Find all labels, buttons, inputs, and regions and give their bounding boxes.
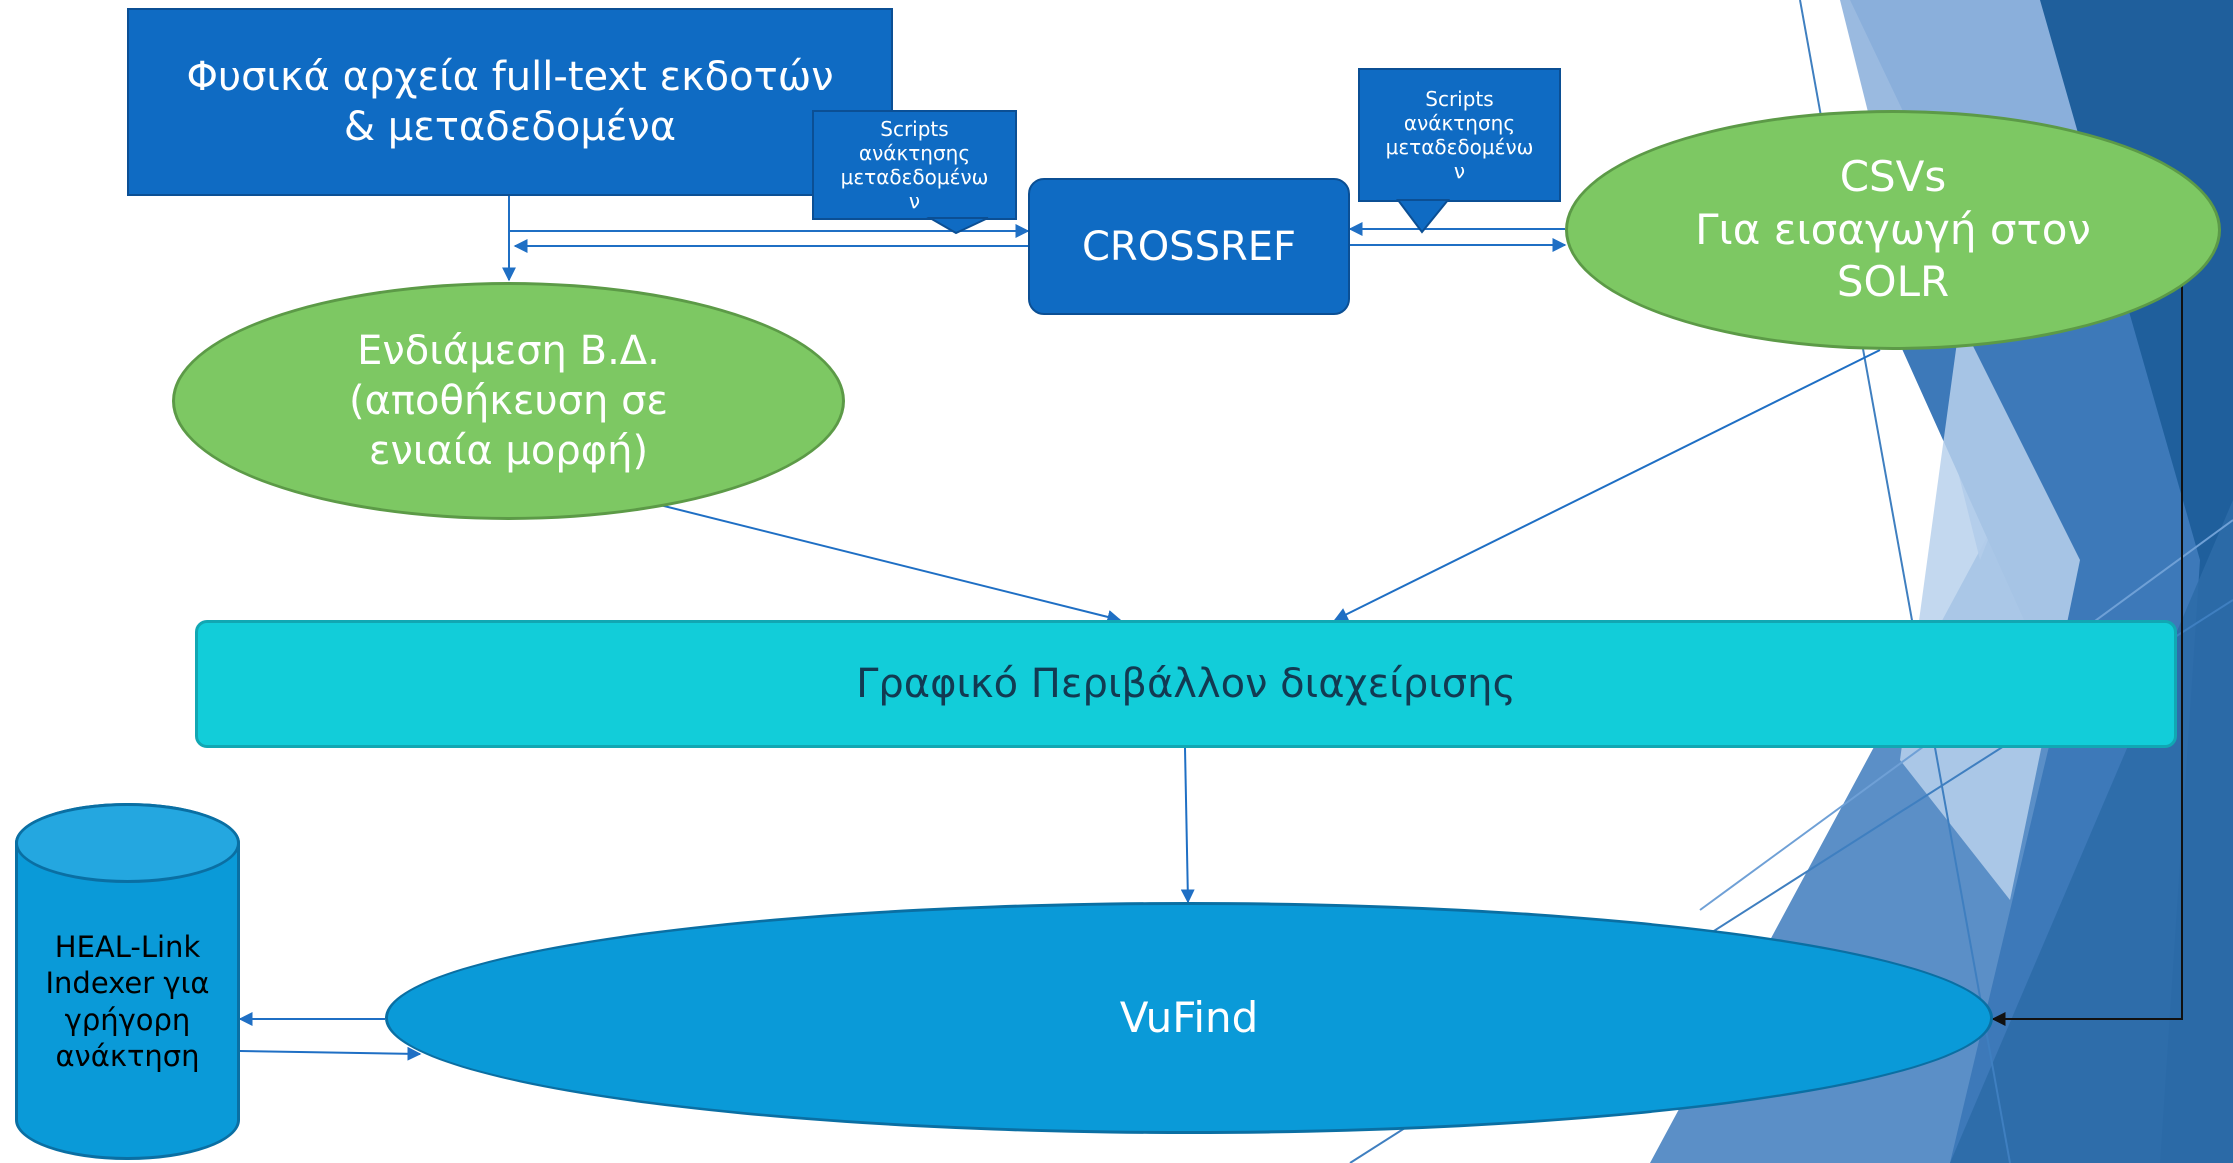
- vufind-label: VuFind: [1119, 992, 1259, 1042]
- source-files-label: Φυσικά αρχεία full-text εκδοτών & μεταδε…: [186, 54, 834, 150]
- heal-link-label: HEAL-Link Indexer για γρήγορη ανάκτηση: [45, 930, 210, 1073]
- admin-gui-label: Γραφικό Περιβάλλον διαχείρισης: [856, 661, 1516, 707]
- crossref-box: CROSSREF: [1028, 178, 1350, 315]
- arrow-db-to-gui: [659, 504, 1122, 624]
- source-files-box: Φυσικά αρχεία full-text εκδοτών & μεταδε…: [127, 8, 893, 196]
- intermediate-db-label: Ενδιάμεση Β.Δ. (αποθήκευση σε ενιαία μορ…: [348, 328, 669, 474]
- csvs-label: CSVs Για εισαγωγή στον SOLR: [1695, 152, 2091, 307]
- arrow-csvs-to-gui: [1333, 349, 1881, 621]
- crossref-label: CROSSREF: [1081, 223, 1297, 270]
- heal-link-cylinder-top: [15, 803, 240, 883]
- arrow-gui-to-vufind: [1180, 747, 1195, 904]
- intermediate-db-ellipse: Ενδιάμεση Β.Δ. (αποθήκευση σε ενιαία μορ…: [172, 282, 845, 520]
- arrow-heal-to-vufind: [239, 1046, 422, 1061]
- vufind-ellipse: VuFind: [385, 902, 1993, 1134]
- scripts-left-callout: Scripts ανάκτησης μεταδεδομένω ν: [812, 110, 1017, 220]
- csvs-ellipse: CSVs Για εισαγωγή στον SOLR: [1565, 110, 2221, 350]
- scripts-right-callout: Scripts ανάκτησης μεταδεδομένω ν: [1358, 68, 1561, 202]
- arrow-csvs-to-vufind: [1991, 282, 2183, 1026]
- scripts-left-label: Scripts ανάκτησης μεταδεδομένω ν: [840, 117, 989, 213]
- admin-gui-band: Γραφικό Περιβάλλον διαχείρισης: [195, 620, 2177, 748]
- scripts-right-label: Scripts ανάκτησης μεταδεδομένω ν: [1385, 87, 1534, 183]
